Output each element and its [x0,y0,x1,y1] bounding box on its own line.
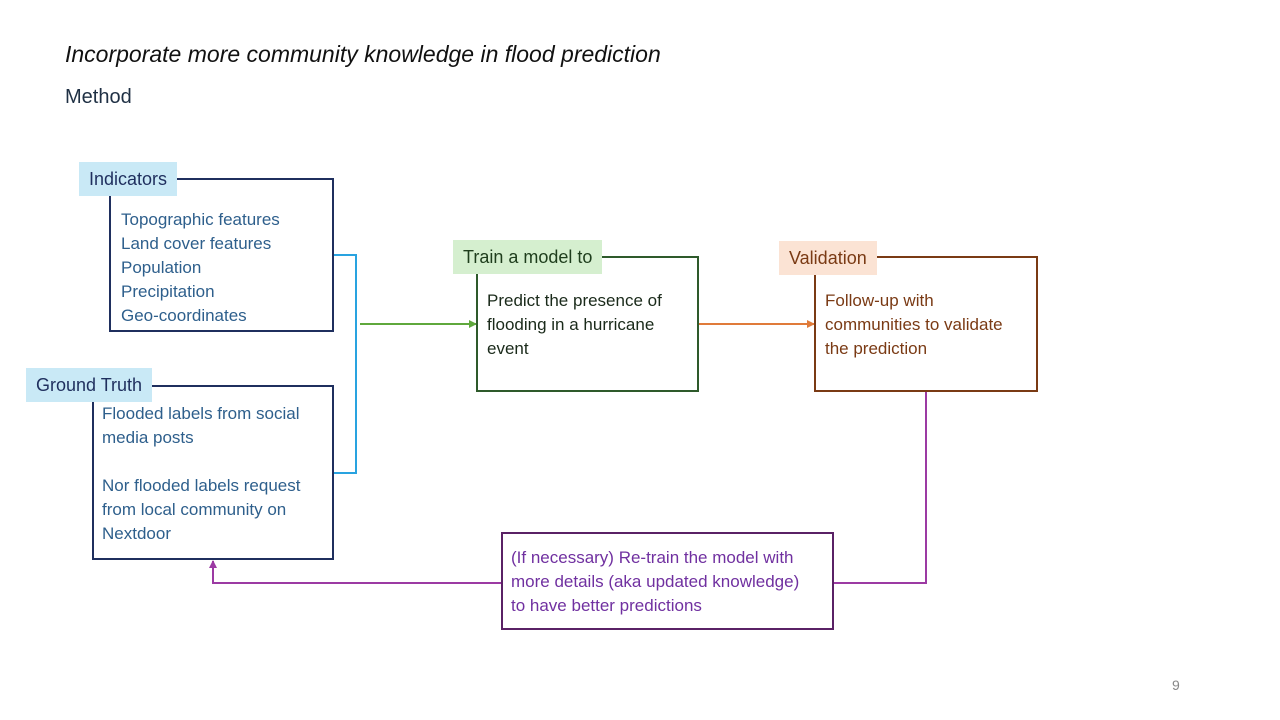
validation-box [814,256,1038,392]
text-line: event [487,339,529,358]
merge-bracket [333,254,357,474]
ground-truth-label: Ground Truth [26,368,153,402]
text-line: Nextdoor [102,524,171,543]
text-line: the prediction [825,339,928,358]
slide-title: Incorporate more community knowledge in … [65,41,661,67]
text-line: (If necessary) Re-train the model with [511,548,794,567]
indicators-label: Indicators [79,162,178,196]
list-item: Land cover features [121,234,272,253]
ground-truth-text: Flooded labels from social media posts N… [102,402,300,546]
list-item: Geo-coordinates [121,306,247,325]
feedback-line-right [833,391,927,584]
slide-subtitle: Method [65,86,132,108]
ground-truth-box [92,385,334,560]
text-line: Follow-up with [825,291,934,310]
list-item: Precipitation [121,282,215,301]
indicators-box [109,178,334,332]
text-line: media posts [102,428,194,447]
text-line: communities to validate [825,315,1003,334]
text-line: Predict the presence of [487,291,662,310]
validation-label: Validation [779,241,877,275]
train-text: Predict the presence of flooding in a hu… [487,289,662,361]
train-label: Train a model to [453,240,603,274]
indicators-list: Topographic features Land cover features… [121,208,280,328]
list-item: Population [121,258,202,277]
validation-text: Follow-up with communities to validate t… [825,289,1003,361]
text-line: Nor flooded labels request [102,476,301,495]
retrain-text: (If necessary) Re-train the model with m… [511,546,799,618]
text-line: from local community on [102,500,287,519]
text-line: Flooded labels from social [102,404,300,423]
text-line: to have better predictions [511,596,702,615]
text-line: more details (aka updated knowledge) [511,572,800,591]
retrain-box [501,532,834,630]
page-number: 9 [1172,677,1180,693]
text-line: flooding in a hurricane [487,315,655,334]
feedback-arrow-left [209,560,501,584]
list-item: Topographic features [121,210,280,229]
